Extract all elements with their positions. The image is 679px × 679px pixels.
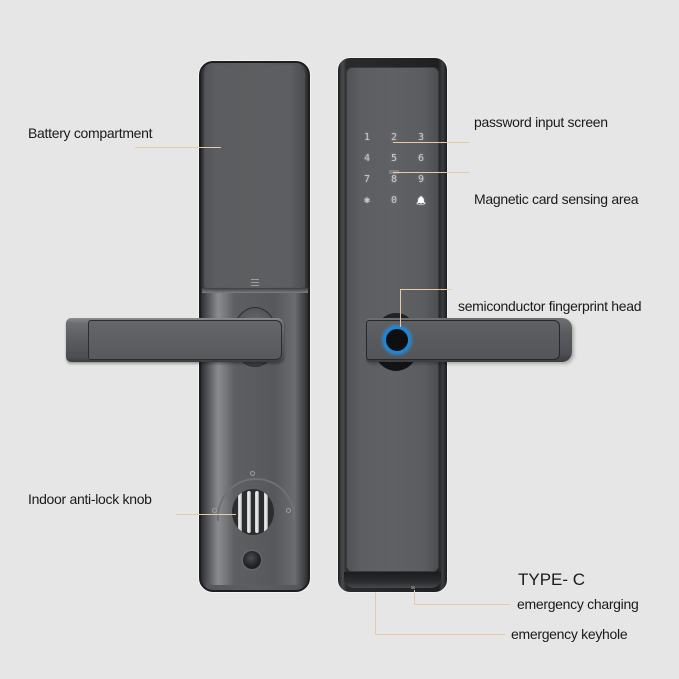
interior-keyhole-icon [243, 551, 261, 569]
card-leader-line [393, 172, 469, 173]
battery-leader-line [135, 147, 221, 148]
type-c-port-icon [411, 586, 415, 589]
keyhole-leader-horizontal [375, 634, 505, 635]
exterior-bottom-cap [344, 572, 441, 588]
doorbell-icon: 🔔 [416, 196, 426, 205]
charging-leader-horizontal [414, 604, 510, 605]
key-star-icon: ✱ [363, 195, 371, 206]
key-2: 2 [390, 132, 398, 143]
key-9: 9 [417, 174, 425, 185]
key-3: 3 [417, 132, 425, 143]
fingerprint-leader-vertical [400, 289, 401, 327]
battery-release-mark-icon [251, 279, 259, 286]
key-1: 1 [363, 132, 371, 143]
charging-leader-vertical [414, 590, 415, 604]
key-7: 7 [363, 174, 371, 185]
battery-cover-seam [202, 288, 308, 293]
key-5: 5 [390, 153, 398, 164]
fingerprint-sensor-icon [383, 326, 411, 354]
password-input-screen-label: password input screen [474, 114, 608, 130]
indoor-anti-lock-knob-label: Indoor anti-lock knob [28, 491, 152, 507]
fingerprint-leader-horizontal [400, 289, 452, 290]
password-keypad: 1 2 3 4 5 6 7 8 9 ✱ 0 🔔 [354, 127, 442, 215]
key-4: 4 [363, 153, 371, 164]
keyhole-leader-vertical [375, 592, 376, 634]
emergency-keyhole-label: emergency keyhole [511, 626, 628, 642]
fingerprint-head-label: semiconductor fingerprint head [458, 298, 642, 314]
magnetic-card-area-label: Magnetic card sensing area [474, 191, 639, 207]
key-8: 8 [390, 174, 398, 185]
key-6: 6 [417, 153, 425, 164]
unlock-indicator-icon [212, 508, 217, 513]
lock-indicator-icon [286, 508, 291, 513]
knob-leader-line [176, 514, 236, 515]
battery-compartment-label: Battery compartment [28, 125, 153, 141]
type-c-label: TYPE- C [518, 570, 586, 589]
indoor-anti-lock-knob [232, 489, 274, 535]
battery-compartment-cover [204, 65, 305, 287]
emergency-charging-label: emergency charging [517, 596, 639, 612]
top-indicator-icon [250, 471, 255, 476]
interior-handle-face [88, 320, 282, 360]
key-0: 0 [390, 195, 398, 206]
password-leader-line [393, 142, 469, 143]
